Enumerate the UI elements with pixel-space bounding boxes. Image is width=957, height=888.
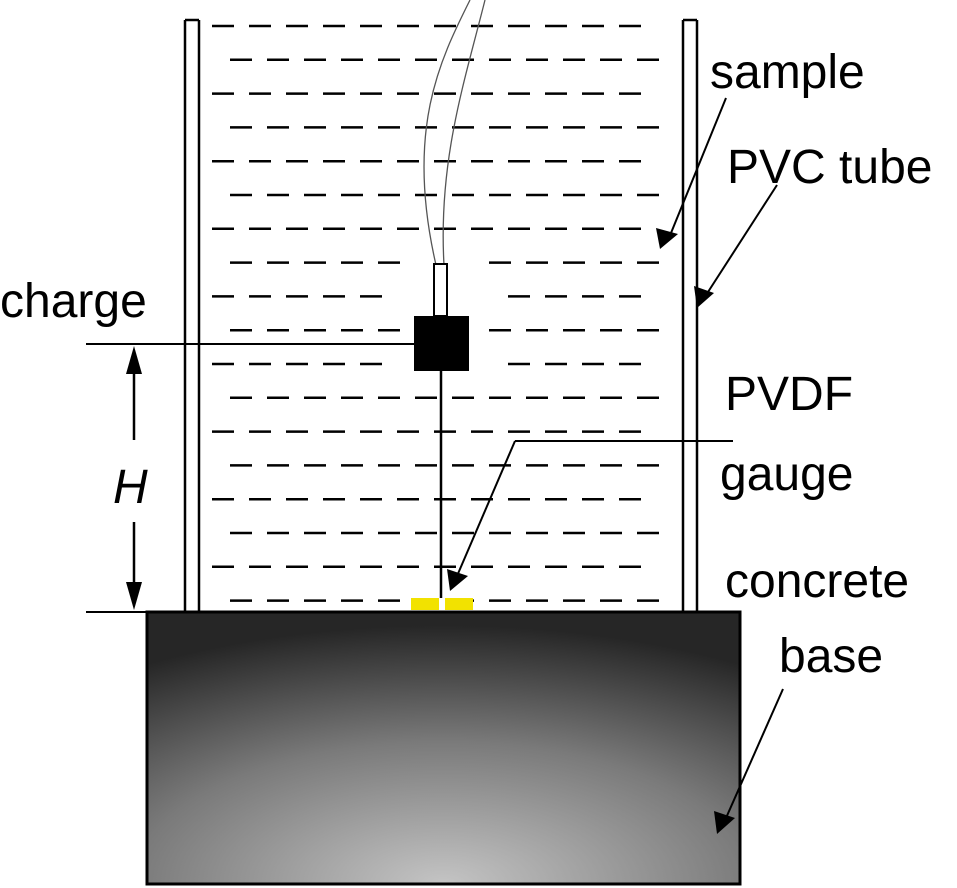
pvdf-label-line1: PVDF <box>725 368 853 421</box>
pvdf-label-line2: gauge <box>720 448 853 501</box>
sample-fill <box>212 24 659 602</box>
pvdf-gauge-leader <box>447 440 733 591</box>
pvc-tube-label: PVC tube <box>727 141 932 194</box>
pvc-tube-leader <box>694 184 778 308</box>
height-dimension <box>126 346 142 610</box>
sample-label: sample <box>710 46 865 99</box>
pvdf-gauge <box>411 598 473 610</box>
sample-leader <box>656 97 727 249</box>
concrete-base-leader <box>714 688 784 834</box>
concrete-label-line1: concrete <box>725 555 909 608</box>
detonator-tube <box>433 263 448 317</box>
height-label: H <box>113 461 148 514</box>
pvc-tube <box>183 18 699 612</box>
charge-label: charge <box>0 275 147 328</box>
concrete-label-line2: base <box>779 630 883 683</box>
concrete-base <box>145 610 742 886</box>
lead-wires <box>423 0 486 266</box>
